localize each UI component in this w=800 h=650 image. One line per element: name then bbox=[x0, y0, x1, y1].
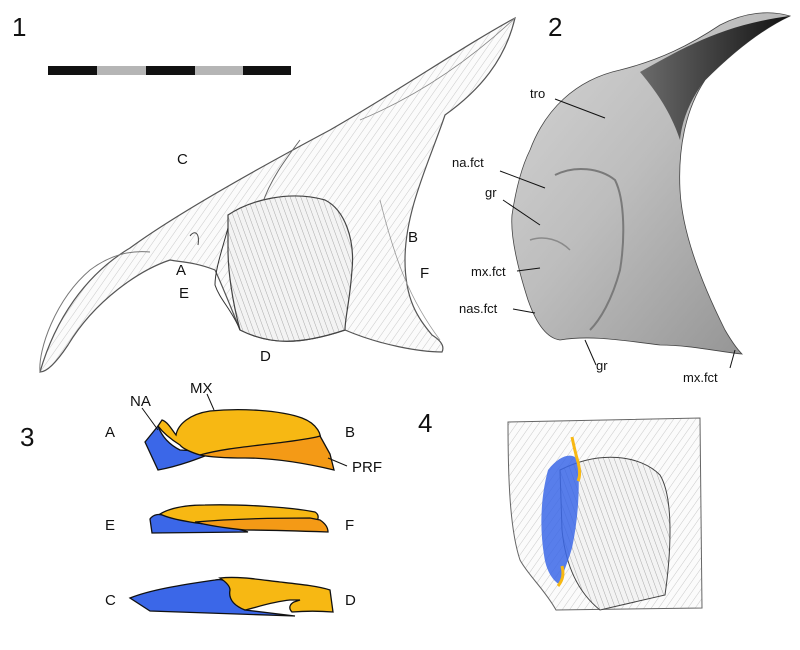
panel2-label-mx-fct: mx.fct bbox=[471, 264, 506, 279]
panel3-label-prf: PRF bbox=[352, 459, 382, 476]
panel-number-4: 4 bbox=[418, 408, 433, 438]
panel3-row1-right: B bbox=[345, 424, 356, 441]
panel2-bone-photo bbox=[511, 12, 792, 355]
panel2-leader-lines bbox=[499, 98, 736, 369]
panel-number-2: 2 bbox=[548, 12, 563, 42]
panel3-leader-lines bbox=[141, 393, 348, 467]
panel1-section-label-a: A bbox=[176, 262, 187, 279]
panel2-label-gr-upper: gr bbox=[485, 185, 497, 200]
panel-number-3: 3 bbox=[20, 422, 35, 452]
scale-bar bbox=[48, 66, 291, 75]
panel3-row2-left: E bbox=[105, 517, 116, 534]
panel-number-1: 1 bbox=[12, 12, 27, 42]
panel3-row2-right: F bbox=[345, 517, 355, 534]
panel2-label-tro: tro bbox=[530, 86, 546, 101]
panel3-section-EF bbox=[149, 504, 329, 534]
panel1-bone-drawing bbox=[39, 16, 516, 373]
panel2-label-gr-lower: gr bbox=[596, 358, 608, 373]
panel1-section-label-e: E bbox=[179, 285, 190, 302]
panel3-section-CD bbox=[128, 576, 334, 617]
panel3-row1-left: A bbox=[105, 424, 116, 441]
panel1-section-label-b: B bbox=[408, 229, 419, 246]
panel1-section-label-c: C bbox=[177, 151, 188, 168]
panel3-section-AB bbox=[144, 409, 335, 471]
panel2-label-nas-fct: nas.fct bbox=[459, 301, 498, 316]
panel2-label-mx-fct-tip: mx.fct bbox=[683, 370, 718, 385]
panel3-row3-right: D bbox=[345, 592, 356, 609]
panel3-label-na: NA bbox=[130, 393, 151, 410]
panel1-section-label-f: F bbox=[420, 265, 430, 282]
panel4-inset-drawing bbox=[507, 417, 703, 611]
panel3-label-mx: MX bbox=[190, 380, 213, 397]
panel2-label-na-fct: na.fct bbox=[452, 155, 484, 170]
panel3-row3-left: C bbox=[105, 592, 116, 609]
panel1-section-label-d: D bbox=[260, 348, 271, 365]
